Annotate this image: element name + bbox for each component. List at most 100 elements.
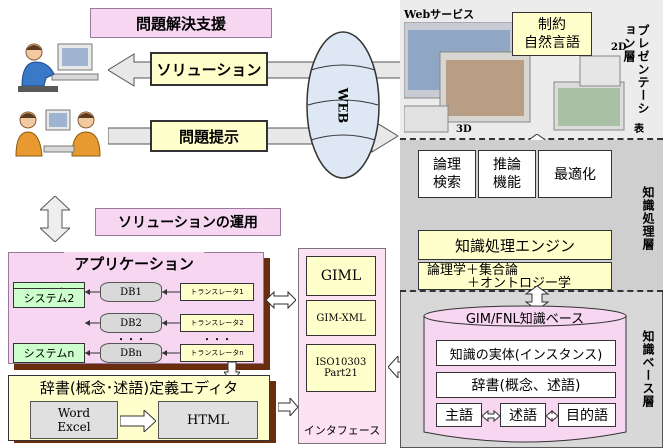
operation-label: ソリューションの運用 (118, 215, 258, 231)
kb-predicate-label: 述語 (509, 408, 537, 424)
label-2d: 2D (611, 42, 627, 53)
giml-doc: GIML (306, 256, 376, 296)
kb-subject: 主語 (436, 403, 482, 427)
web-label-wrap: WEB (327, 85, 357, 125)
operation-box: ソリューションの運用 (95, 208, 281, 236)
dots-db-text: ・・・ (116, 334, 146, 346)
interface-label: インタフェース (303, 424, 381, 437)
label-3d-text: 3D (456, 124, 472, 135)
kb-dictionary-label: 辞書(概念、述語) (471, 378, 581, 394)
editor-convert-arrow (120, 410, 156, 432)
db-2-label: DB2 (120, 317, 142, 329)
translator-2: トランスレータ2 (180, 314, 254, 332)
problem-label: 問題提示 (178, 127, 239, 146)
editor-output-box: HTML (158, 401, 258, 439)
translator-1: トランスレータ1 (180, 283, 254, 301)
kb-layer-text: 知識ベース層 (641, 330, 655, 408)
dots-db: ・・・ (100, 333, 162, 346)
web-ellipse (306, 31, 380, 179)
kb-title-text: GIM/FNL知識ベース (465, 311, 585, 327)
html-label: HTML (187, 412, 229, 428)
label-2d-text: 2D (611, 42, 627, 53)
db-n: DBn (100, 343, 162, 363)
web-service-label: Webサービス (404, 6, 474, 22)
gim-xml-label: GIM-XML (316, 312, 366, 324)
kb-object: 目的語 (558, 403, 616, 427)
giml-label: GIML (320, 268, 362, 284)
logic-search-label: 論理検索 (433, 157, 461, 191)
kp-layer-text: 知識処理層 (641, 186, 655, 251)
operation-double-arrow (40, 196, 70, 242)
translator-2-label: トランスレータ2 (190, 319, 244, 327)
constraint-label: 制約 (538, 17, 566, 33)
web-service-text: Webサービス (404, 8, 475, 21)
translator-n-label: トランスレータn (190, 349, 244, 357)
editor-input-box: Word Excel (30, 401, 118, 439)
dots-translator: ・・・ (180, 333, 254, 346)
kp-logic-search: 論理検索 (418, 150, 476, 198)
app-row-connectors (85, 289, 180, 356)
kb-object-label: 目的語 (566, 408, 608, 424)
system-n: システムn (13, 343, 85, 363)
interface-label-wrap: インタフェース (298, 422, 386, 438)
kb-dictionary: 辞書(概念、述語) (436, 372, 616, 398)
kb-instance-label: 知識の実体(インスタンス) (449, 347, 603, 363)
inference-label: 推論機能 (493, 157, 521, 191)
kp-kb-arrow (524, 286, 550, 310)
app-interface-arrow (266, 290, 296, 310)
translator-n: トランスレータn (180, 344, 254, 362)
system-2-label: システム2 (23, 292, 75, 305)
kb-subject-label: 主語 (445, 408, 473, 424)
label-3d: 3D (456, 124, 472, 135)
dots-translator-text: ・・・ (202, 334, 232, 346)
web-screenshots (404, 22, 625, 133)
editor-title-text: 辞書(概念･述語)定義エディタ (39, 378, 239, 397)
kp-layer-label: 知識処理層 (640, 186, 657, 251)
support-title-box: 問題解決支援 (90, 8, 272, 38)
db-2: DB2 (100, 313, 162, 333)
kb-instance: 知識の実体(インスタンス) (436, 340, 616, 366)
editor-interface-arrow (278, 398, 298, 416)
kb-predicate: 述語 (500, 403, 546, 427)
kp-engine: 知識処理エンジン (418, 230, 612, 260)
translator-1-label: トランスレータ1 (190, 288, 244, 296)
db-1-label: DB1 (120, 286, 142, 298)
editor-title: 辞書(概念･述語)定義エディタ (8, 376, 270, 398)
presentation-layer-label: プレゼンテーション層 (622, 24, 650, 124)
system-n-label: システムn (23, 347, 75, 360)
application-title-text: アプリケーション (74, 254, 194, 273)
kp-optimization: 最適化 (538, 150, 612, 198)
kb-title: GIM/FNL知識ベース (422, 306, 628, 328)
kb-layer-label: 知識ベース層 (640, 330, 657, 408)
system-2-visible: システム2 (13, 288, 85, 308)
word-label: Word (57, 406, 91, 420)
label-table-text: 表 (634, 124, 644, 135)
kp-theory: 論理学＋集合論 ＋オントロジー学 (418, 262, 612, 290)
iso-label-1: ISO10303 (315, 357, 367, 368)
theory-line-1: 論理学＋集合論 (427, 263, 519, 278)
kb-triple-connectors (482, 410, 559, 422)
solution-label: ソリューション (156, 60, 262, 79)
theory-line-2: ＋オントロジー学 (467, 276, 572, 291)
solution-box: ソリューション (150, 52, 268, 86)
user-pair-icon (15, 109, 101, 157)
web-label: WEB (334, 87, 350, 123)
natural-language-label: 自然言語 (524, 35, 580, 51)
iso-doc: ISO10303 Part21 (306, 344, 376, 392)
problem-box: 問題提示 (150, 120, 268, 152)
gim-xml-doc: GIM-XML (306, 300, 376, 336)
excel-label: Excel (57, 420, 91, 434)
optimization-label: 最適化 (554, 167, 596, 183)
support-title: 問題解決支援 (135, 14, 226, 33)
db-n-label: DBn (120, 347, 142, 359)
label-table: 表 (634, 120, 644, 135)
engine-label: 知識処理エンジン (454, 236, 575, 255)
db-1: DB1 (100, 282, 162, 302)
application-title: アプリケーション (64, 252, 204, 274)
user-pc-icon (18, 43, 99, 92)
constraint-box: 制約 自然言語 (512, 12, 592, 56)
presentation-layer-text: プレゼンテーション層 (622, 24, 650, 115)
kp-inference: 推論機能 (478, 150, 536, 198)
iso-label-2: Part21 (324, 368, 358, 379)
